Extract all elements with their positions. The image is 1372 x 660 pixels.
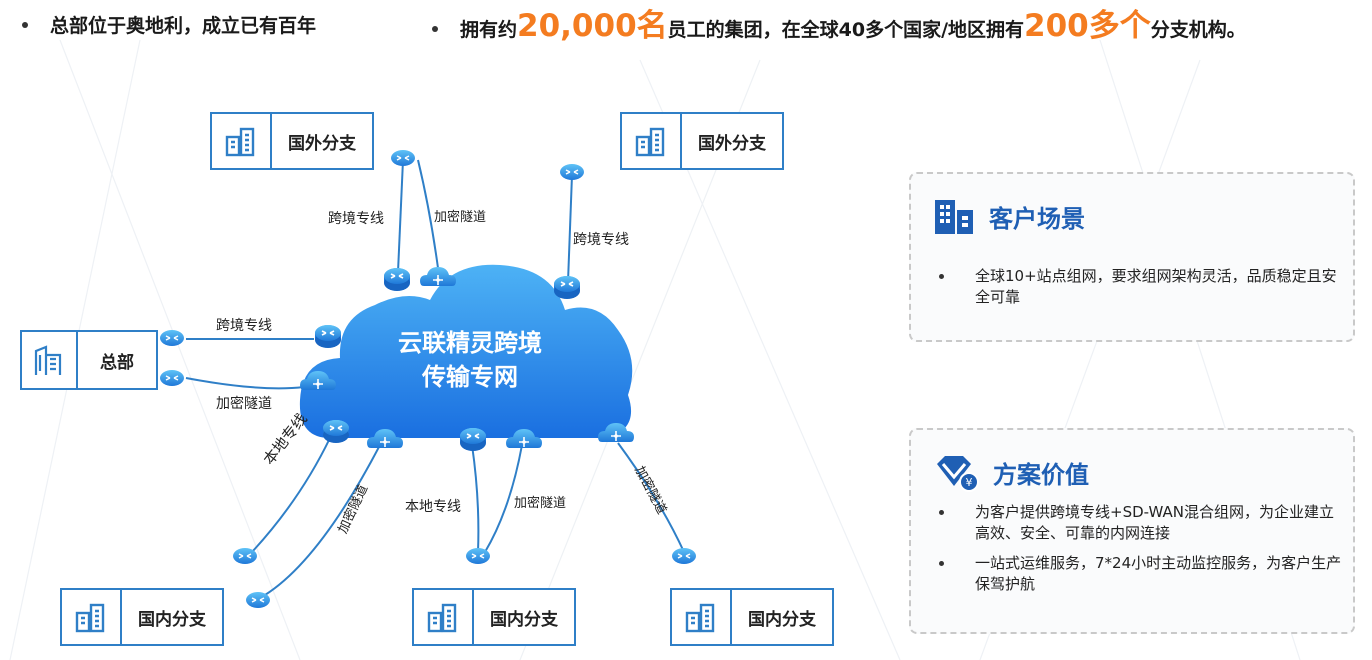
building-icon bbox=[622, 114, 682, 168]
diamond-yen-icon: ¥ bbox=[937, 456, 979, 492]
list-item: 一站式运维服务，7*24小时主动监控服务，为客户生产保驾护航 bbox=[933, 553, 1345, 595]
link-label: 跨境专线 bbox=[573, 232, 629, 248]
cloud-shape bbox=[299, 264, 633, 438]
office-domestic-left: 国内分支 bbox=[60, 588, 224, 646]
building-icon bbox=[414, 590, 474, 644]
link-label: 跨境专线 bbox=[328, 211, 384, 227]
scenario-list: 全球10+站点组网，要求组网架构灵活，品质稳定且安全可靠 bbox=[933, 266, 1345, 317]
svg-text:¥: ¥ bbox=[966, 476, 973, 489]
building-icon bbox=[62, 590, 122, 644]
office-overseas-left: 国外分支 bbox=[210, 112, 374, 170]
panel-title: 客户场景 bbox=[989, 204, 1085, 233]
bullet-dot bbox=[432, 25, 438, 32]
office-domestic-mid: 国内分支 bbox=[412, 588, 576, 646]
bullet-dot bbox=[22, 21, 28, 28]
office-hq: 总部 bbox=[20, 330, 158, 390]
bullet-dot bbox=[939, 274, 944, 279]
employee-count: 20,000名 bbox=[517, 8, 668, 44]
building-solid-icon bbox=[935, 200, 973, 234]
hq-building-icon bbox=[22, 332, 78, 388]
office-overseas-right: 国外分支 bbox=[620, 112, 784, 170]
building-icon bbox=[212, 114, 272, 168]
customer-scenario-panel: 客户场景 全球10+站点组网，要求组网架构灵活，品质稳定且安全可靠 bbox=[909, 172, 1355, 342]
list-item: 全球10+站点组网，要求组网架构灵活，品质稳定且安全可靠 bbox=[933, 266, 1345, 308]
office-domestic-right: 国内分支 bbox=[670, 588, 834, 646]
top-bullets: 总部位于奥地利，成立已有百年 拥有约20,000名员工的集团，在全球40多个国家… bbox=[0, 0, 1372, 52]
building-icon bbox=[672, 590, 732, 644]
panel-title: 方案价值 bbox=[993, 460, 1089, 489]
link-label: 加密隧道 bbox=[216, 396, 272, 412]
bullet-dot bbox=[939, 561, 944, 566]
solution-value-panel: ¥ 方案价值 为客户提供跨境专线+SD-WAN混合组网，为企业建立高效、安全、可… bbox=[909, 428, 1355, 634]
bullet-dot bbox=[939, 510, 944, 515]
list-item: 为客户提供跨境专线+SD-WAN混合组网，为企业建立高效、安全、可靠的内网连接 bbox=[933, 502, 1345, 544]
bullet-hq-info: 总部位于奥地利，成立已有百年 bbox=[22, 8, 316, 44]
link-label: 本地专线 bbox=[405, 499, 461, 515]
link-label: 加密隧道 bbox=[434, 210, 487, 225]
panel-header: ¥ 方案价值 bbox=[933, 452, 1089, 492]
link-label: 加密隧道 bbox=[514, 496, 567, 511]
cloud-title: 云联精灵跨境 传输专网 bbox=[398, 329, 542, 391]
panel-header: 客户场景 bbox=[933, 196, 1085, 236]
branch-count: 200多个 bbox=[1024, 8, 1151, 44]
link-label: 跨境专线 bbox=[216, 318, 272, 334]
value-list: 为客户提供跨境专线+SD-WAN混合组网，为企业建立高效、安全、可靠的内网连接 … bbox=[933, 502, 1345, 604]
bullet-group-info: 拥有约20,000名员工的集团，在全球40多个国家/地区拥有200多个分支机构。 bbox=[432, 8, 1246, 48]
